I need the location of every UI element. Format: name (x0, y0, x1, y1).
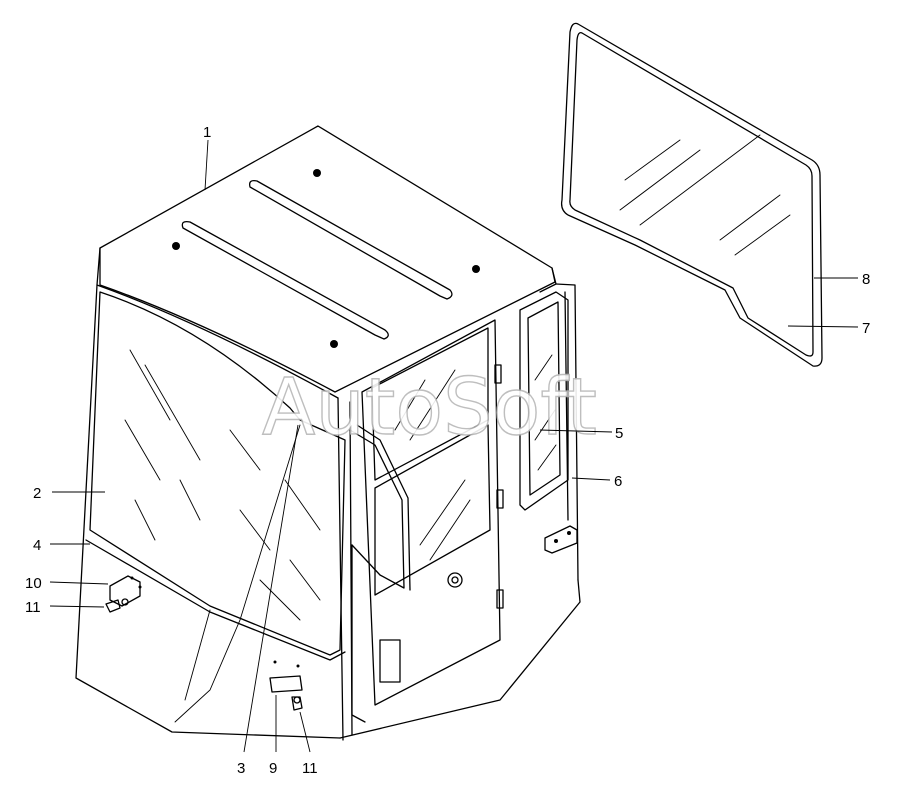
callout-3: 3 (237, 760, 245, 777)
lower-bolt (291, 696, 303, 711)
callout-7: 7 (862, 320, 870, 337)
door-lock (447, 572, 463, 588)
callout-6: 6 (614, 473, 622, 490)
roof-bolt (313, 169, 321, 177)
door-hinge (496, 489, 504, 509)
callout-5: 5 (615, 425, 623, 442)
windshield-glare (124, 349, 321, 621)
callout-10: 10 (25, 575, 42, 592)
glass-panel (569, 32, 814, 357)
roof-rib-front (181, 220, 389, 340)
callout-2: 2 (33, 485, 41, 502)
lower-bracket (269, 675, 303, 693)
cab-front-face (75, 284, 341, 739)
front-windshield (89, 291, 346, 656)
callout-11-bottom: 11 (302, 760, 318, 777)
door-vent (379, 639, 401, 683)
callout-11-left: 11 (25, 599, 41, 616)
door-hinge (494, 364, 502, 384)
door-window-glare (394, 369, 471, 561)
watermark: AutoSoft (262, 363, 597, 453)
roof-bolt (472, 265, 480, 273)
grab-rail (349, 429, 405, 589)
side-bracket (544, 525, 578, 554)
glass-panel-glare (619, 134, 791, 256)
glass-panel-assembly (560, 22, 823, 367)
left-bracket (109, 575, 141, 607)
roof-rib-rear (249, 179, 453, 300)
cab-body (75, 125, 581, 741)
door-hinge (496, 589, 504, 609)
callout-4: 4 (33, 537, 41, 554)
callout-1: 1 (203, 124, 211, 141)
cab-roof (99, 125, 556, 393)
cab-door (361, 319, 501, 706)
callouts: 1 2 3 4 5 6 7 8 9 10 11 11 (25, 124, 870, 777)
roof-bolt (172, 242, 180, 250)
leader-lines (49, 139, 859, 753)
callout-9: 9 (269, 760, 277, 777)
glass-seal (560, 22, 823, 367)
roof-bolt (330, 340, 338, 348)
left-bolt (105, 598, 129, 613)
rear-window-glare (534, 354, 557, 471)
callout-8: 8 (862, 271, 870, 288)
rear-side-window (519, 291, 569, 511)
